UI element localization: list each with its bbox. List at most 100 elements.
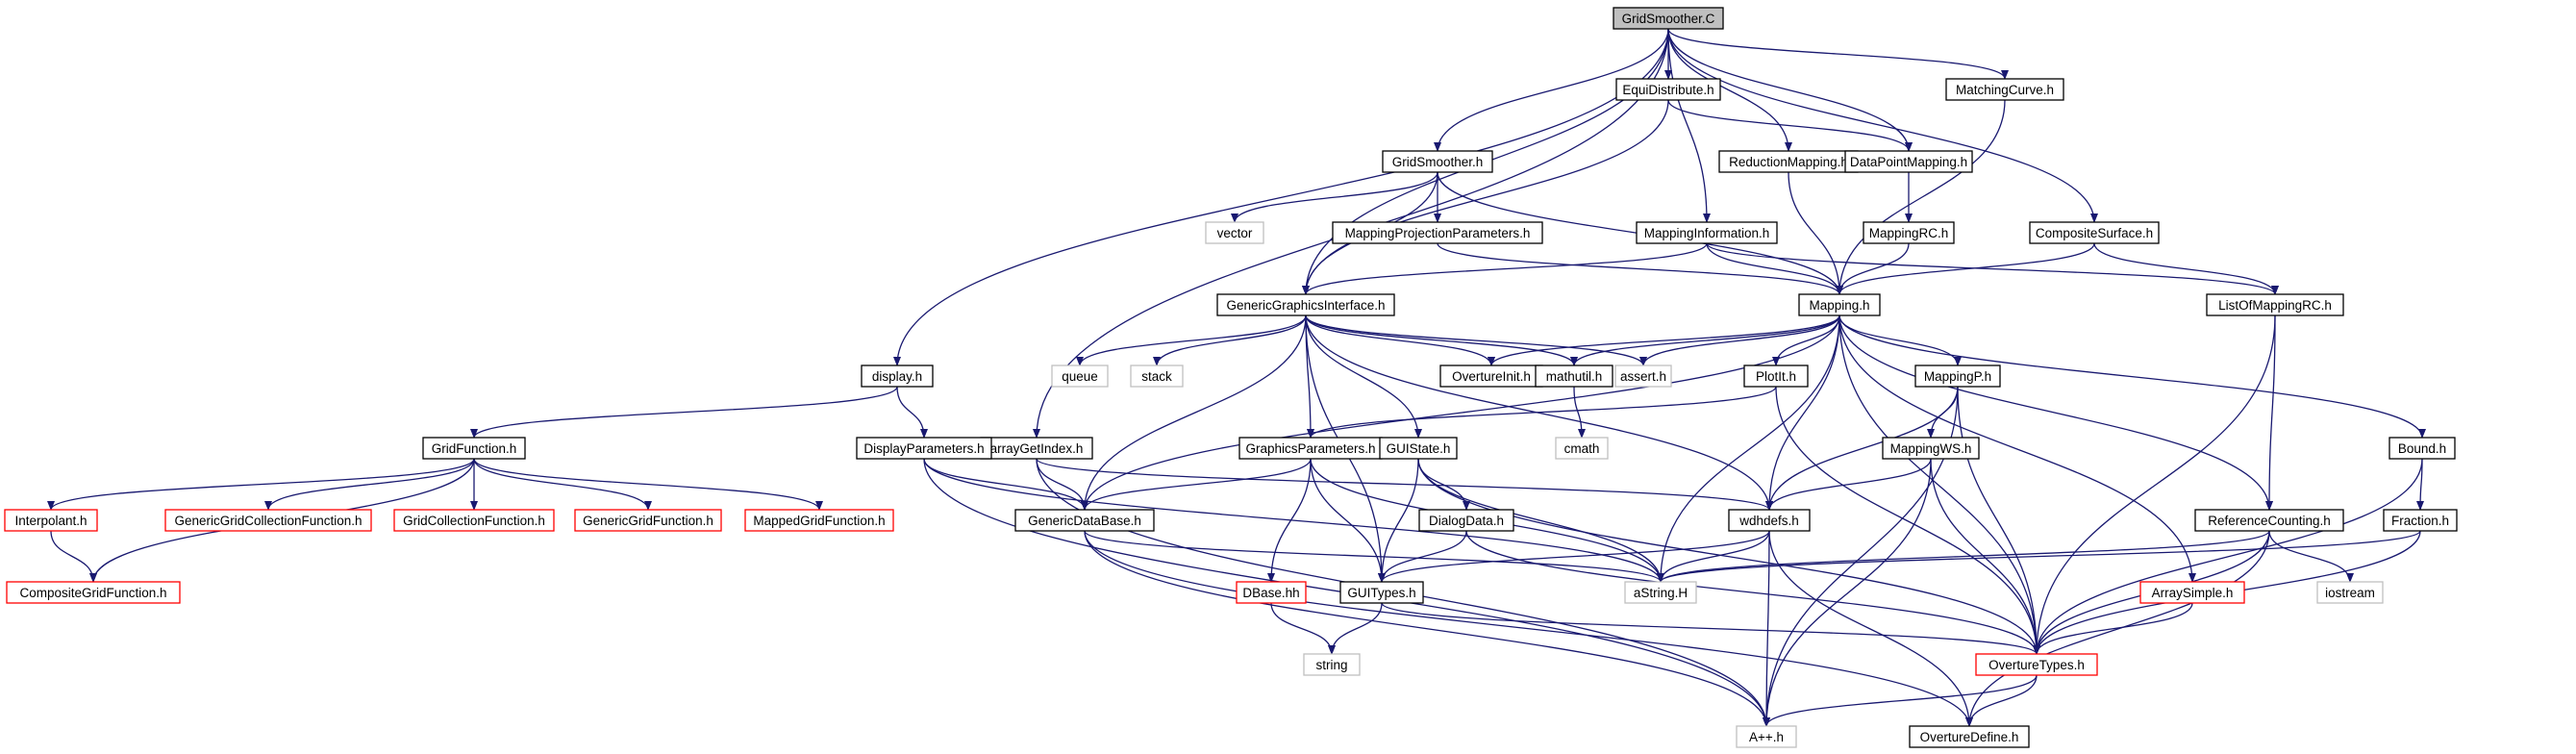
node-genericgraphicsinterface-h[interactable]: GenericGraphicsInterface.h (1216, 293, 1395, 316)
node-cmath[interactable]: cmath (1555, 437, 1609, 460)
edge-mapping-to-mathutil (1570, 314, 1840, 366)
node-box (1798, 293, 1881, 316)
node-label: CompositeGridFunction.h (19, 586, 166, 600)
edge-mappingws-to-app (1763, 458, 1932, 727)
node-label: GenericGridCollectionFunction.h (174, 514, 362, 528)
edge-gs_h-to-vector (1231, 171, 1438, 223)
node-gridfunction-h[interactable]: GridFunction.h (422, 437, 526, 460)
node-mappingprojectionparameters-h[interactable]: MappingProjectionParameters.h (1332, 221, 1543, 244)
node-mappingrc-h[interactable]: MappingRC.h (1863, 221, 1955, 244)
node-compositegridfunction-h[interactable]: CompositeGridFunction.h (6, 581, 181, 604)
edge-gridfunc-to-ggcf (264, 458, 475, 511)
node-label: Mapping.h (1809, 298, 1869, 313)
edge-wdhdefs-to-app (1763, 530, 1771, 727)
node-plotit-h[interactable]: PlotIt.h (1743, 364, 1809, 388)
node-mappedgridfunction-h[interactable]: MappedGridFunction.h (744, 509, 894, 532)
node-referencecounting-h[interactable]: ReferenceCounting.h (2194, 509, 2344, 532)
node-arraygetindex-h[interactable]: arrayGetIndex.h (980, 437, 1093, 460)
node-box (1130, 364, 1184, 388)
node-overturetypes-h[interactable]: OvertureTypes.h (1975, 653, 2098, 676)
edge-gs_c-to-gs_h (1434, 28, 1669, 152)
node-astring-h[interactable]: aString.H (1624, 581, 1697, 604)
node-compositesurface-h[interactable]: CompositeSurface.h (2029, 221, 2160, 244)
node-a-h[interactable]: A++.h (1736, 725, 1797, 748)
node-vector[interactable]: vector (1205, 221, 1264, 244)
node-box (574, 509, 722, 532)
node-label: MappingRC.h (1869, 226, 1949, 240)
node-mappingp-h[interactable]: MappingP.h (1914, 364, 2001, 388)
node-string[interactable]: string (1303, 653, 1361, 676)
node-box (1882, 437, 1980, 460)
node-iostream[interactable]: iostream (2316, 581, 2384, 604)
node-display-h[interactable]: display.h (861, 364, 934, 388)
node-genericgridcollectionfunction-h[interactable]: GenericGridCollectionFunction.h (164, 509, 372, 532)
node-label: MappingP.h (1924, 369, 1991, 384)
node-equidistribute-h[interactable]: EquiDistribute.h (1615, 78, 1721, 101)
node-label: GenericDataBase.h (1028, 514, 1141, 528)
edge-ggi-to-stack (1153, 314, 1307, 366)
node-genericdatabase-h[interactable]: GenericDataBase.h (1014, 509, 1155, 532)
node-label: MatchingCurve.h (1956, 83, 2054, 97)
edge-dispparams-to-astring (923, 458, 1664, 583)
edge-compsurf-to-mapping (1836, 242, 2095, 295)
node-box (1728, 509, 1811, 532)
node-reductionmapping-h[interactable]: ReductionMapping.h (1718, 150, 1859, 173)
node-displayparameters-h[interactable]: DisplayParameters.h (856, 437, 992, 460)
node-overturedefine-h[interactable]: OvertureDefine.h (1909, 725, 2030, 748)
node-fraction-h[interactable]: Fraction.h (2383, 509, 2458, 532)
edge-mapinfo-to-lomrc (1706, 242, 2279, 295)
node-stack[interactable]: stack (1130, 364, 1184, 388)
node-listofmappingrc-h[interactable]: ListOfMappingRC.h (2206, 293, 2344, 316)
node-interpolant-h[interactable]: Interpolant.h (4, 509, 98, 532)
node-arraysimple-h[interactable]: ArraySimple.h (2139, 581, 2245, 604)
node-matchingcurve-h[interactable]: MatchingCurve.h (1945, 78, 2064, 101)
node-box (2029, 221, 2160, 244)
node-bound-h[interactable]: Bound.h (2388, 437, 2456, 460)
node-guistate-h[interactable]: GUIState.h (1379, 437, 1458, 460)
node-box (1909, 725, 2030, 748)
edge-mapping-to-wdhdefs (1765, 314, 1840, 511)
edge-ggi-to-ovinit (1305, 314, 1495, 366)
node-layer: GridSmoother.Cdisplay.harrayGetIndex.hGe… (4, 7, 2458, 748)
node-box (1339, 581, 1424, 604)
node-gridsmoother-h[interactable]: GridSmoother.h (1382, 150, 1493, 173)
node-dialogdata-h[interactable]: DialogData.h (1418, 509, 1514, 532)
node-mapping-h[interactable]: Mapping.h (1798, 293, 1881, 316)
node-mathutil-h[interactable]: mathutil.h (1535, 364, 1613, 388)
node-label: DBase.hh (1242, 586, 1299, 600)
edge-mappingp-to-wdhdefs (1765, 386, 1959, 511)
node-guitypes-h[interactable]: GUITypes.h (1339, 581, 1424, 604)
node-overtureinit-h[interactable]: OvertureInit.h (1439, 364, 1543, 388)
node-label: MappingProjectionParameters.h (1345, 226, 1531, 240)
node-label: mathutil.h (1546, 369, 1603, 384)
node-label: DataPointMapping.h (1850, 155, 1967, 169)
edge-matchcurve-to-mapping (1836, 99, 2006, 295)
node-gridcollectionfunction-h[interactable]: GridCollectionFunction.h (393, 509, 555, 532)
node-box (1975, 653, 2098, 676)
node-box (861, 364, 934, 388)
node-assert-h[interactable]: assert.h (1614, 364, 1672, 388)
node-mappingws-h[interactable]: MappingWS.h (1882, 437, 1980, 460)
edge-display-to-dispparams (896, 386, 928, 439)
node-queue[interactable]: queue (1051, 364, 1109, 388)
node-box (2316, 581, 2384, 604)
node-wdhdefs-h[interactable]: wdhdefs.h (1728, 509, 1811, 532)
node-graphicsparameters-h[interactable]: GraphicsParameters.h (1238, 437, 1383, 460)
node-label: GridSmoother.h (1392, 155, 1484, 169)
node-genericgridfunction-h[interactable]: GenericGridFunction.h (574, 509, 722, 532)
node-label: DisplayParameters.h (863, 441, 984, 456)
edge-mapping-to-bound (1838, 314, 2426, 439)
node-box (856, 437, 992, 460)
node-label: A++.h (1749, 730, 1784, 744)
edge-ggi-to-gdb (1081, 314, 1307, 511)
node-dbase-hh[interactable]: DBase.hh (1236, 581, 1307, 604)
node-label: vector (1217, 226, 1253, 240)
node-label: Bound.h (2398, 441, 2446, 456)
edge-gfxparams-to-dbase (1267, 458, 1312, 583)
node-datapointmapping-h[interactable]: DataPointMapping.h (1844, 150, 1973, 173)
node-gridsmoother-c[interactable]: GridSmoother.C (1613, 7, 1724, 30)
node-label: MappingInformation.h (1644, 226, 1770, 240)
edge-compsurf-to-lomrc (2093, 242, 2279, 295)
edge-gs_c-to-mapinfo (1667, 28, 1711, 223)
node-mappinginformation-h[interactable]: MappingInformation.h (1636, 221, 1778, 244)
